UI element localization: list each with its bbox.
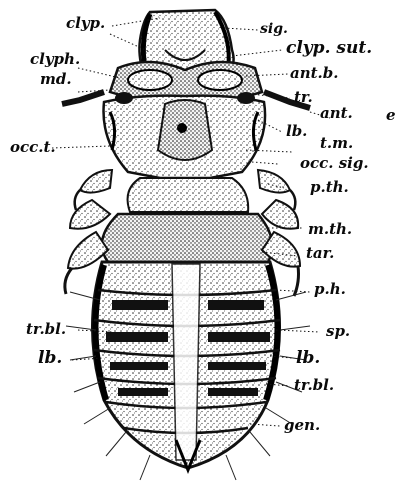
label-md: md. bbox=[40, 72, 72, 87]
label-tm: t.m. bbox=[320, 136, 353, 151]
label-occ-sig: occ. sig. bbox=[300, 156, 369, 171]
label-lb-head: lb. bbox=[286, 124, 307, 139]
label-sp: sp. bbox=[326, 324, 350, 339]
label-sig: sig. bbox=[260, 22, 288, 36]
label-tar: tar. bbox=[306, 246, 334, 261]
label-trbl-right: tr.bl. bbox=[294, 378, 334, 393]
label-lb-left: lb. bbox=[38, 350, 62, 367]
abdomen bbox=[66, 262, 310, 480]
label-clyp-sut: clyp. sut. bbox=[286, 40, 372, 57]
label-trbl-left: tr.bl. bbox=[26, 322, 66, 337]
label-ant-b: ant.b. bbox=[290, 66, 339, 81]
label-occt: occ.t. bbox=[10, 140, 56, 155]
label-lb-right: lb. bbox=[296, 350, 320, 367]
label-pth: p.th. bbox=[310, 180, 349, 195]
label-ph: p.h. bbox=[314, 282, 346, 297]
label-mth: m.th. bbox=[308, 222, 352, 237]
label-gen: gen. bbox=[284, 418, 320, 433]
label-ant: ant. bbox=[320, 106, 353, 121]
label-clyp: clyp. bbox=[66, 16, 105, 31]
label-tr: tr. bbox=[294, 90, 313, 105]
label-e: e bbox=[386, 108, 396, 123]
thorax bbox=[102, 178, 272, 262]
label-clyph: clyph. bbox=[30, 52, 80, 67]
